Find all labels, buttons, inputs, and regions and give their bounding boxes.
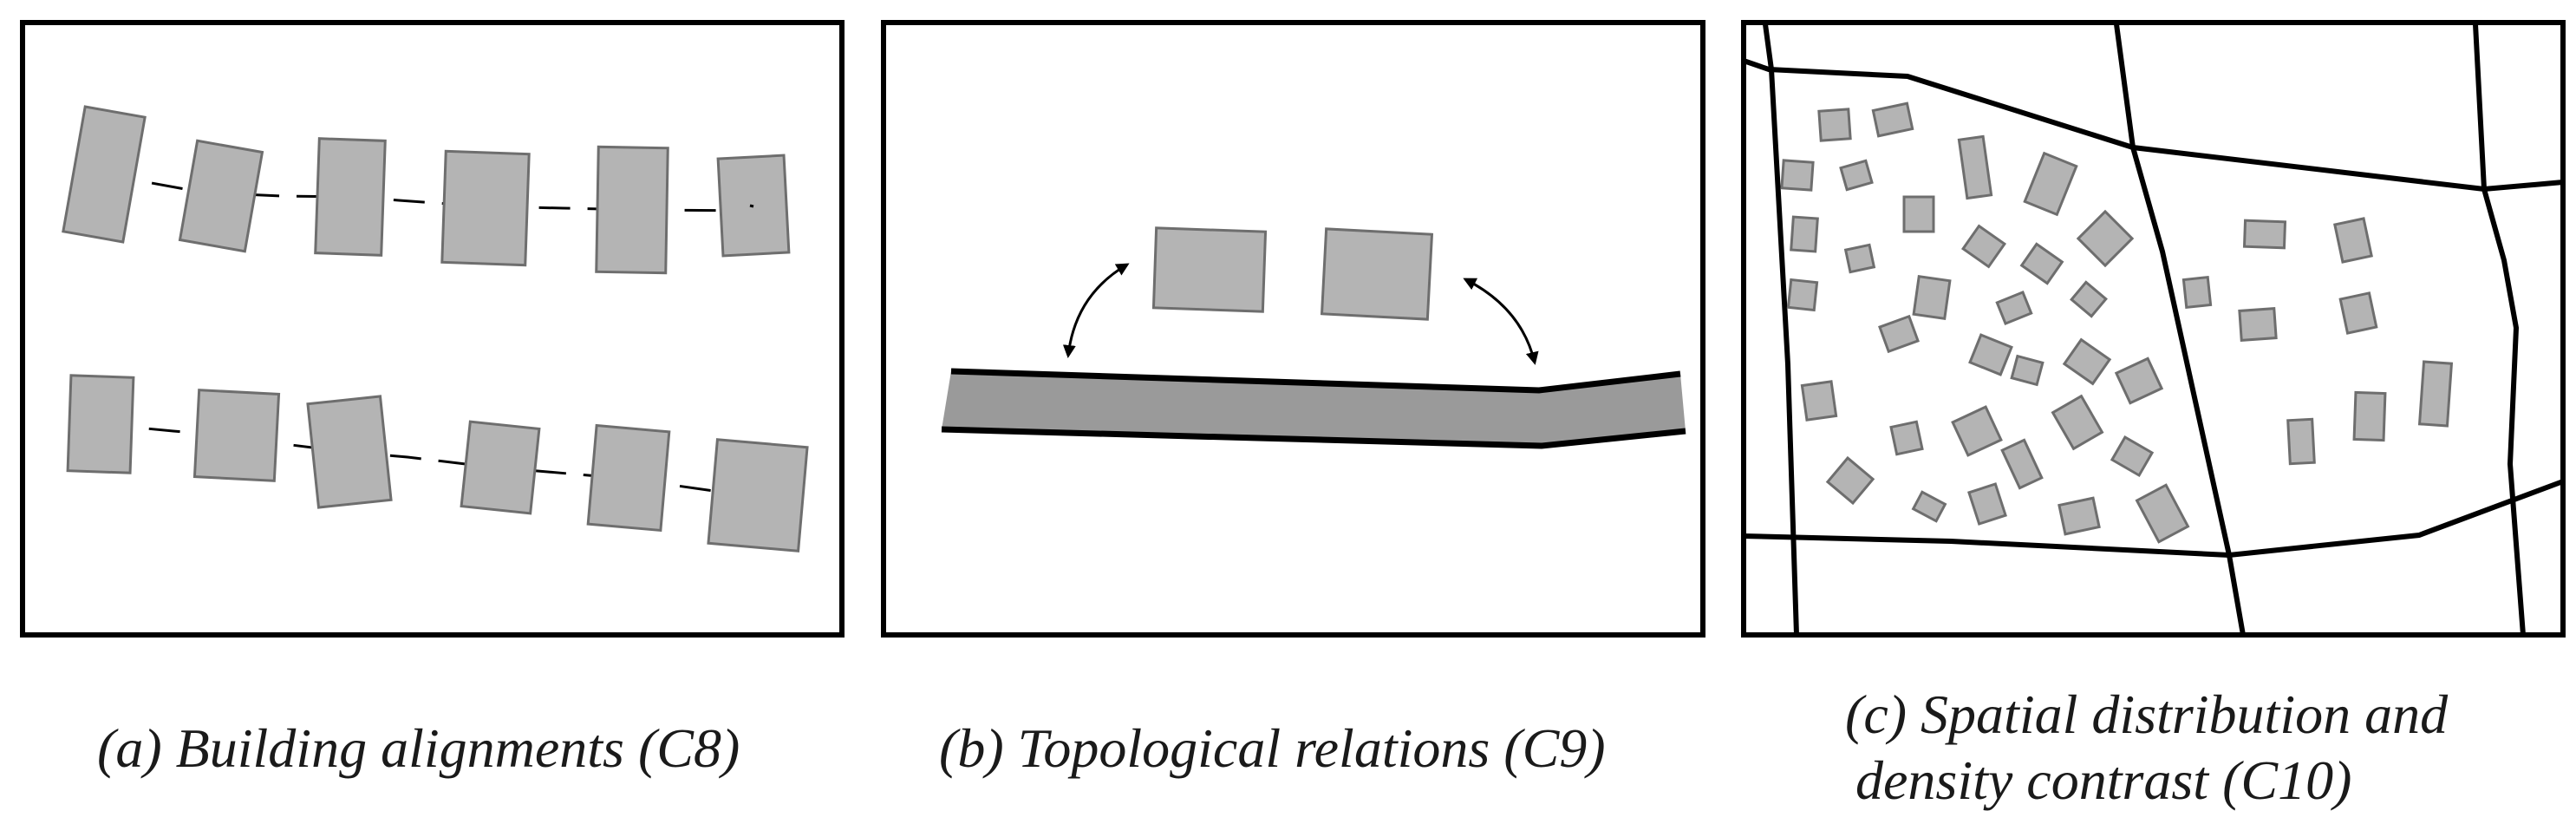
- building: [1968, 333, 2013, 376]
- building: [1912, 275, 1952, 320]
- alignment-row-bottom: [66, 374, 809, 553]
- building: [1911, 490, 1947, 523]
- building: [2417, 360, 2454, 428]
- building: [586, 423, 671, 533]
- building: [1967, 482, 2007, 526]
- panel-a: [20, 20, 845, 638]
- building: [2114, 356, 2164, 405]
- building: [1786, 278, 1819, 312]
- building: [1871, 101, 1914, 138]
- alignment-row-top: [62, 105, 791, 275]
- building: [1843, 243, 1876, 274]
- panel-a-frame: [20, 20, 845, 638]
- building: [2238, 307, 2278, 342]
- building: [1878, 314, 1920, 354]
- building: [1960, 224, 2007, 269]
- building: [1320, 227, 1434, 321]
- building: [1995, 291, 2033, 325]
- building: [1839, 159, 1874, 192]
- building: [1825, 455, 1875, 506]
- building: [2286, 417, 2316, 466]
- caption-a: (a) Building alignments (C8): [97, 717, 740, 779]
- building: [1780, 159, 1815, 192]
- building: [62, 105, 147, 244]
- building: [2242, 219, 2287, 250]
- panel-b: [881, 20, 1705, 638]
- caption-b: (b) Topological relations (C9): [939, 717, 1606, 779]
- caption-c-line1: (c) Spatial distribution and: [1845, 683, 2449, 745]
- building: [2000, 438, 2044, 490]
- building: [306, 395, 393, 509]
- building: [2062, 337, 2112, 386]
- road: [1763, 23, 1799, 636]
- road: [2114, 23, 2246, 636]
- building: [2051, 394, 2104, 451]
- building: [178, 139, 264, 253]
- building: [314, 137, 387, 257]
- relation-arrow-right: [1463, 278, 1539, 365]
- building: [460, 420, 541, 515]
- sparse-cluster: [2181, 217, 2454, 466]
- caption-c-line2: density contrast (C10): [1855, 749, 2352, 811]
- building: [440, 149, 531, 267]
- building: [2352, 390, 2387, 442]
- building: [1817, 108, 1852, 142]
- dense-cluster: [1780, 101, 2190, 544]
- building: [66, 374, 135, 474]
- building: [2333, 217, 2373, 264]
- building: [2110, 435, 2155, 478]
- building: [2019, 242, 2064, 285]
- building: [1151, 226, 1268, 313]
- building: [2076, 209, 2135, 268]
- building: [1889, 420, 1924, 456]
- relation-arrow-left: [1062, 263, 1130, 358]
- building: [1902, 195, 1935, 233]
- road-edge-bottom: [941, 426, 1686, 449]
- road-edge-top: [950, 368, 1681, 394]
- building: [2338, 291, 2378, 335]
- building: [2058, 496, 2101, 536]
- road: [2473, 23, 2526, 636]
- building: [707, 438, 809, 553]
- building: [2181, 275, 2213, 310]
- panel-b-frame: [881, 20, 1705, 638]
- building: [1800, 380, 1838, 422]
- building: [192, 389, 281, 482]
- panel-c-frame: [1741, 20, 2566, 638]
- road-network: [1743, 23, 2565, 636]
- building: [1957, 134, 1993, 200]
- building: [1790, 215, 1819, 253]
- building: [2135, 483, 2190, 544]
- building: [2070, 280, 2108, 318]
- building: [2010, 354, 2044, 387]
- road: [1743, 58, 2564, 193]
- building: [1951, 405, 2003, 457]
- building: [595, 145, 669, 275]
- panel-c: [1741, 20, 2566, 638]
- building: [2023, 151, 2078, 217]
